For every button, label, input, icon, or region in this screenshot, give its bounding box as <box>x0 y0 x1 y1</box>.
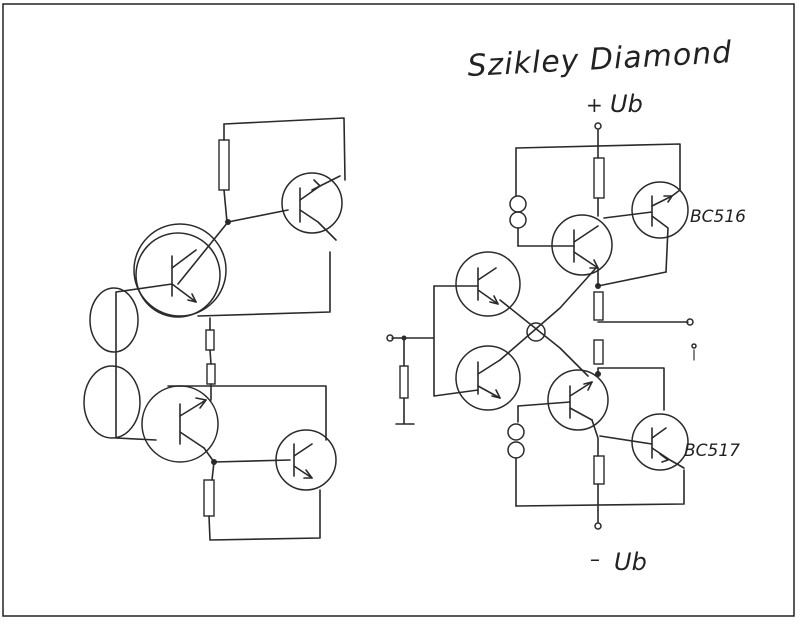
left-diode-lower <box>83 365 141 439</box>
right-top-rail <box>515 129 681 191</box>
left-q3-leads <box>179 399 207 449</box>
right-transistor-input-upper <box>455 251 521 317</box>
left-q1-base-wire <box>115 283 173 439</box>
negative-supply-sign: – <box>590 547 600 571</box>
output-terminal-lower <box>691 343 697 349</box>
right-input-bus <box>433 285 479 397</box>
left-node-b-to-q4 <box>213 459 291 463</box>
right-sketch: Szikley Diamond + Ub BC516 <box>386 35 746 576</box>
label-bc516: BC516 <box>690 207 746 227</box>
right-input-upper-emitter-arrow <box>489 295 499 305</box>
right-node-top <box>595 283 601 289</box>
left-q4-leads <box>293 443 313 479</box>
output-terminal <box>686 318 694 326</box>
right-resistor-top <box>593 157 605 199</box>
right-diode-bottom-1 <box>507 423 525 441</box>
right-cross-wire-1 <box>499 299 589 377</box>
right-resistor-bottom <box>593 455 605 485</box>
left-transistor-q1-outline <box>133 223 227 317</box>
left-q3-top-wire <box>167 385 327 441</box>
right-transistor-driver-upper <box>551 214 613 276</box>
right-input-lower-emitter-arrow <box>491 389 501 399</box>
left-q3-emitter-arrow <box>195 397 207 409</box>
right-input-lower-leads <box>477 359 501 399</box>
right-transistor-driver-lower <box>547 369 609 431</box>
right-input-upper-leads <box>477 267 499 305</box>
left-q3-base-wire <box>115 437 157 441</box>
left-transistor-q1 <box>135 232 221 318</box>
left-top-rail <box>223 117 346 181</box>
right-bottom-rail <box>515 469 685 511</box>
left-sketch <box>83 117 346 541</box>
left-node-a-to-q1 <box>177 221 229 285</box>
right-driver-lower-base-wire <box>517 401 571 407</box>
right-resistor-mid2 <box>593 339 604 365</box>
left-transistor-q2 <box>281 172 343 234</box>
left-diode-upper <box>89 287 139 353</box>
left-center-lead-2 <box>209 349 212 365</box>
right-bc517-base-wire <box>599 435 653 445</box>
positive-supply-terminal <box>594 122 602 130</box>
left-node-b-down <box>211 461 215 481</box>
right-input-ground <box>395 397 415 425</box>
left-node-a-to-q2 <box>227 209 289 223</box>
right-driver-lower-leads <box>569 381 593 421</box>
right-driver-upper-leads <box>573 225 599 269</box>
left-resistor-top-lead <box>223 189 228 223</box>
page-border <box>2 3 795 617</box>
left-bottom-rail <box>208 489 321 541</box>
negative-supply-terminal <box>594 522 602 530</box>
input-terminal <box>386 334 394 342</box>
positive-supply-label: Ub <box>610 90 643 118</box>
right-driver-lower-emitter-arrow <box>583 381 593 391</box>
left-q1-emitter-arrow <box>187 293 197 303</box>
right-transistor-bc517 <box>631 413 689 471</box>
right-transistor-input-lower <box>455 345 521 411</box>
right-driver-lower-top <box>597 367 665 411</box>
right-bc517-emitter-arrow <box>659 453 669 463</box>
negative-supply-label: Ub <box>614 548 647 576</box>
positive-supply-sign: + <box>586 93 603 117</box>
right-bc516-emitter-arrow <box>663 195 673 203</box>
right-driver-lower-collector <box>591 419 599 457</box>
right-cross-hop <box>526 322 546 342</box>
left-q2-to-q1 <box>197 251 331 317</box>
left-q2-emitter-arrow <box>311 179 321 191</box>
left-q4-emitter-arrow <box>303 469 313 479</box>
left-transistor-q4 <box>275 429 337 491</box>
label-bc517: BC517 <box>684 441 740 461</box>
right-transistor-bc516 <box>631 181 689 239</box>
right-bc516-base-wire <box>603 211 653 219</box>
right-bc517-leads <box>651 427 685 469</box>
right-cross-wire-2 <box>499 267 597 361</box>
right-resistor-mid1 <box>593 291 604 321</box>
left-q1-leads <box>171 249 197 303</box>
